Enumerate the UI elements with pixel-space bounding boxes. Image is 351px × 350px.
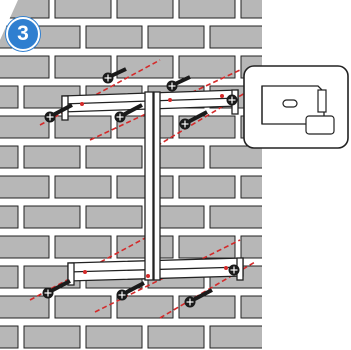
brick xyxy=(241,296,297,318)
screw-9 xyxy=(227,95,238,106)
brick xyxy=(0,56,49,78)
brick xyxy=(0,296,49,318)
brick xyxy=(0,86,18,108)
brick xyxy=(86,146,142,168)
step-number-badge: 3 xyxy=(6,17,40,51)
brick xyxy=(148,26,204,48)
brick xyxy=(179,56,235,78)
brick xyxy=(0,0,49,18)
brick xyxy=(86,326,142,348)
brick xyxy=(0,326,18,348)
inverter-side-detail xyxy=(244,66,348,148)
brick xyxy=(0,116,49,138)
brick xyxy=(179,176,235,198)
brick xyxy=(210,26,266,48)
brick xyxy=(117,0,173,18)
brick xyxy=(117,56,173,78)
brick xyxy=(55,236,111,258)
brick xyxy=(241,176,297,198)
brick xyxy=(86,206,142,228)
brick xyxy=(210,206,266,228)
screw-10 xyxy=(229,265,240,276)
brick xyxy=(24,146,80,168)
brick xyxy=(0,206,18,228)
brick xyxy=(55,56,111,78)
brick xyxy=(148,326,204,348)
brick xyxy=(24,206,80,228)
brick xyxy=(0,266,18,288)
brick xyxy=(179,0,235,18)
brick xyxy=(55,296,111,318)
brick xyxy=(0,176,49,198)
brick xyxy=(241,0,297,18)
brick xyxy=(86,26,142,48)
brick xyxy=(55,176,111,198)
brick xyxy=(210,146,266,168)
brick xyxy=(24,326,80,348)
brick xyxy=(0,236,49,258)
brick xyxy=(210,326,266,348)
brick xyxy=(241,236,297,258)
brick xyxy=(55,0,111,18)
brick xyxy=(0,146,18,168)
